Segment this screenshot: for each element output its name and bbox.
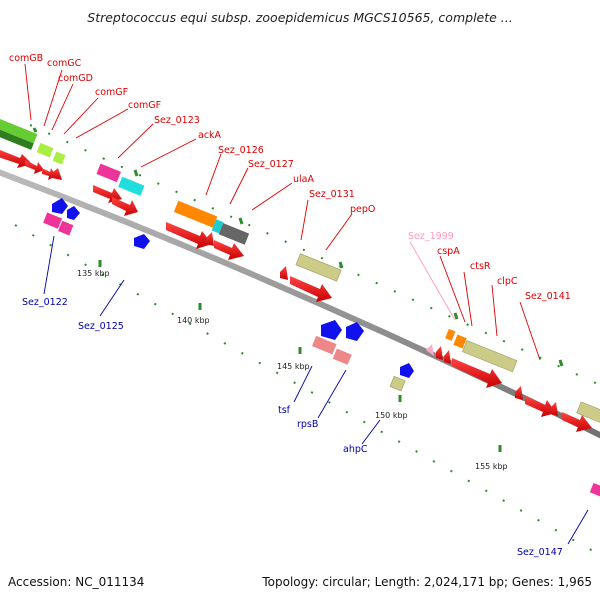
gene-arrow[interactable] (525, 396, 556, 417)
gene-label-rpsB[interactable]: rpsB (297, 419, 318, 430)
gene-label-tsf[interactable]: tsf (278, 405, 291, 416)
gene-arrow-Sez_1999[interactable] (426, 344, 434, 356)
gene-arrow[interactable] (52, 168, 62, 180)
gene-arrow-Sez_0141[interactable] (515, 386, 523, 400)
gene-arrow[interactable] (280, 266, 288, 280)
gene-arrow[interactable] (444, 350, 451, 364)
gene-arrow-rev[interactable] (346, 322, 364, 341)
gene-bar-comGF2[interactable] (52, 151, 66, 165)
ruler-label: 150 kbp (375, 411, 408, 420)
gene-arrow[interactable] (452, 358, 502, 388)
tick-mark (133, 169, 139, 177)
gene-arrow[interactable] (214, 240, 244, 260)
gene-bar-clpC[interactable] (462, 340, 518, 373)
gene-label-comGD[interactable]: comGD (58, 73, 93, 84)
label-leaders-bottom (43, 235, 589, 545)
gene-label-Sez_0122[interactable]: Sez_0122 (22, 297, 68, 308)
gene-arrow[interactable] (562, 412, 592, 432)
gene-label-cspA[interactable]: cspA (437, 246, 460, 257)
gene-arrow-Sez_0125[interactable] (134, 234, 150, 249)
gene-arrow[interactable] (550, 402, 558, 416)
ruler-label: 145 kbp (277, 362, 310, 371)
gene-bar-Sez_0122[interactable] (43, 212, 63, 229)
gene-bar-ulaA[interactable] (295, 253, 342, 282)
gene-bar-cyan[interactable] (118, 176, 145, 196)
gene-bar[interactable] (576, 401, 600, 425)
accession-text: Accession: NC_011134 (8, 575, 145, 589)
gene-label-ulaA[interactable]: ulaA (293, 174, 314, 185)
gene-bar-tsf[interactable] (312, 335, 337, 355)
gene-arrow-rev[interactable] (321, 320, 342, 340)
tick-mark (238, 217, 244, 225)
gene-label-comGF[interactable]: comGF (95, 87, 128, 98)
ruler-label: 135 kbp (77, 269, 110, 278)
gene-labels-bottom: Sez_0122 Sez_0125 tsf rpsB ahpC Sez_0147 (22, 297, 563, 558)
gene-labels-top: comGB comGC comGD comGF comGF Sez_0123 a… (9, 53, 571, 302)
gene-label-ctsR[interactable]: ctsR (470, 261, 491, 272)
gene-arrow[interactable] (0, 148, 32, 168)
gene-label-Sez_0125[interactable]: Sez_0125 (78, 321, 124, 332)
label-leader-rna (409, 241, 456, 321)
gene-bar-ahpC[interactable] (389, 375, 406, 392)
gene-arrow[interactable] (436, 346, 443, 360)
gene-bar-Sez_0123[interactable] (96, 163, 121, 183)
gene-arrow-ahpC[interactable] (400, 363, 414, 378)
gene-label-Sez_0127[interactable]: Sez_0127 (248, 159, 294, 170)
genome-summary: Topology: circular; Length: 2,024,171 bp… (262, 575, 592, 589)
gene-label-Sez_0147[interactable]: Sez_0147 (517, 547, 563, 558)
ruler-label: 140 kbp (177, 316, 210, 325)
gene-bar-comGB[interactable] (0, 117, 38, 144)
gene-bar-cspA[interactable] (445, 328, 456, 341)
gene-label-Sez_0131[interactable]: Sez_0131 (309, 189, 355, 200)
gene-label-clpC[interactable]: clpC (497, 276, 518, 287)
genome-backbone (0, 169, 600, 439)
map-title: Streptococcus equi subsp. zooepidemicus … (87, 10, 513, 25)
label-leaders-top (24, 63, 541, 361)
gene-label-pepO[interactable]: pepO (350, 204, 375, 215)
gene-label-ackA[interactable]: ackA (198, 130, 222, 141)
gene-arrow-rev[interactable] (52, 198, 68, 214)
gene-arrow[interactable] (166, 222, 212, 249)
tick-mark (558, 359, 564, 367)
major-ticks (32, 127, 564, 452)
gene-label-Sez_1999[interactable]: Sez_1999 (408, 231, 454, 242)
gene-label-Sez_0123[interactable]: Sez_0123 (154, 115, 200, 126)
tick-mark (32, 127, 38, 133)
gene-bar[interactable] (58, 220, 74, 236)
gene-bar-comGC[interactable] (0, 126, 34, 150)
gene-label-Sez_0126[interactable]: Sez_0126 (218, 145, 264, 156)
gene-label-Sez_0141[interactable]: Sez_0141 (525, 291, 571, 302)
gene-label-comGF-2[interactable]: comGF (128, 100, 161, 111)
gene-bar-ackA[interactable] (173, 200, 218, 228)
gene-arrow[interactable] (206, 232, 214, 246)
gene-bar-ctsR[interactable] (453, 334, 467, 349)
tick-mark (338, 261, 344, 269)
gene-label-comGC[interactable]: comGC (47, 58, 82, 69)
gene-label-comGB[interactable]: comGB (9, 53, 43, 64)
forward-strand (0, 117, 600, 432)
gene-arrow[interactable] (112, 197, 138, 216)
gene-label-ahpC[interactable]: ahpC (343, 444, 368, 455)
gene-bar-Sez_0127[interactable] (218, 223, 250, 245)
ruler-label: 155 kbp (475, 462, 508, 471)
gene-arrow[interactable] (25, 160, 44, 174)
reverse-strand (43, 198, 600, 497)
gene-bar-rpsB[interactable] (332, 348, 352, 365)
gene-bar-Sez_0126[interactable] (211, 219, 224, 234)
gene-arrow[interactable] (290, 276, 332, 302)
tick-mark (453, 312, 459, 320)
gene-arrow-rev[interactable] (67, 206, 80, 220)
gene-bar-Sez_0147[interactable] (589, 482, 600, 497)
gene-bar-comGF[interactable] (36, 142, 54, 158)
